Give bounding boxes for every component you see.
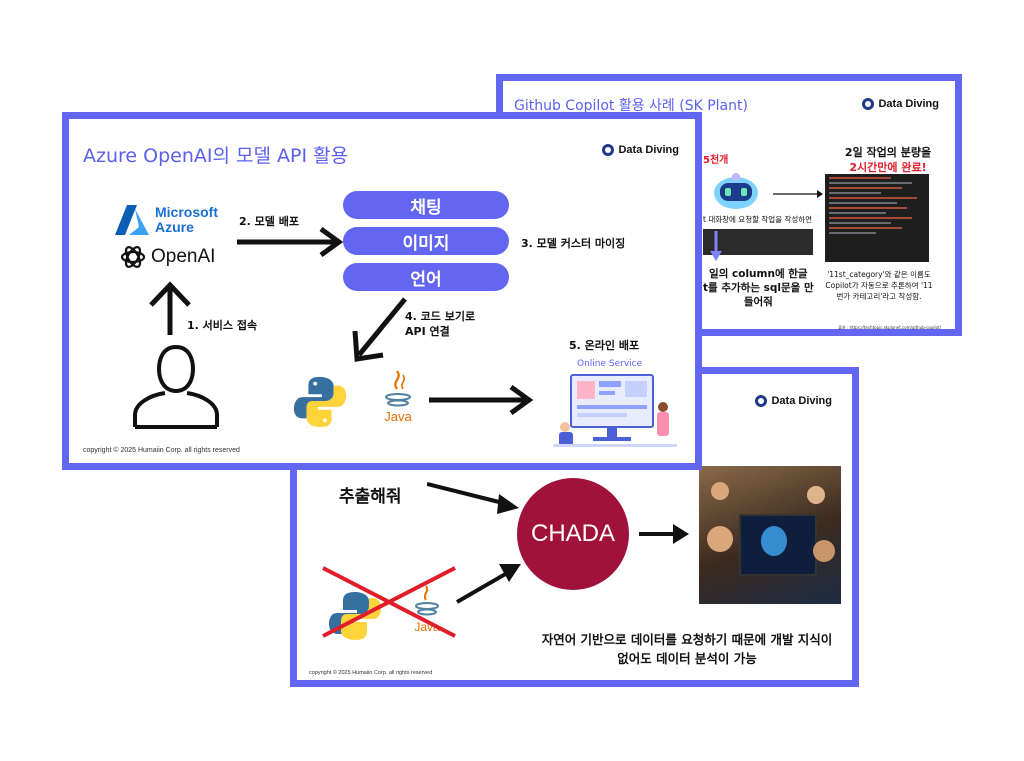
openai-logo: OpenAI (119, 243, 215, 271)
openai-text: OpenAI (151, 246, 216, 267)
logo-text: Data Diving (618, 144, 679, 156)
pill-chat: 채팅 (343, 191, 509, 219)
logo-text: Data Diving (771, 395, 832, 407)
data-diving-logo-icon (755, 395, 768, 407)
team-photo (699, 466, 841, 604)
pill-image: 이미지 (343, 227, 509, 255)
user-icon (133, 344, 219, 429)
arrow-right-icon (639, 524, 689, 544)
code-screenshot (825, 174, 929, 262)
step2-label: 2. 모델 배포 (239, 215, 299, 228)
java-cup-icon (385, 370, 411, 407)
step3-label: 3. 모델 커스터 마이징 (521, 237, 626, 250)
logo-text: Data Diving (878, 98, 939, 110)
python-logo (293, 376, 347, 428)
copilot-slide-title: Github Copilot 활용 사례 (SK Plant) (514, 98, 748, 114)
step1-label: 1. 서비스 접속 (187, 319, 258, 332)
result-description: '11st_category'와 같은 이름도 Copilot가 자동으로 추론… (825, 270, 933, 301)
arrows-to-chada (427, 482, 521, 604)
java-text: Java (384, 409, 412, 424)
arrow-up-icon (149, 281, 191, 335)
prompt-caption: t 대화창에 요청할 작업을 작성하면 (703, 215, 813, 224)
copilot-bot-icon (714, 173, 758, 209)
azure-text: Azure (155, 219, 194, 235)
chada-description: 자연어 기반으로 데이터를 요청하기 때문에 개발 지식이 없어도 데이터 분석… (541, 632, 833, 666)
arrow-right-icon (429, 385, 534, 415)
partial-count-text: 5천개 (703, 155, 729, 166)
step4-label: 4. 코드 보기로 API 연결 (405, 310, 476, 338)
result-headline-line1: 2일 작업의 분량을 (844, 146, 932, 159)
microsoft-azure-logo: Microsoft Azure (115, 205, 218, 235)
red-cross-mark (322, 566, 456, 638)
azure-slide-title: Azure OpenAI의 모델 API 활용 (83, 145, 349, 167)
result-headline-highlight: 2시간만에 완료! (849, 161, 927, 174)
chada-label: CHADA (530, 520, 615, 547)
step5-label: 5. 온라인 배포 (569, 339, 640, 352)
arrow-down-icon (710, 231, 722, 261)
online-service-illustration (553, 374, 677, 447)
data-diving-logo: Data Diving (862, 98, 939, 110)
extract-request-text: 추출해줘 (339, 487, 402, 507)
slide-azure-openai: Azure OpenAI의 모델 API 활용 Data Diving Micr… (62, 112, 702, 470)
data-diving-logo-icon (602, 144, 615, 156)
arrow-right-icon (773, 190, 823, 198)
source-citation: 출처 : https://techtopic.skplanet.com/gith… (838, 325, 941, 330)
microsoft-text: Microsoft (155, 204, 218, 220)
python-logo-crossed (329, 592, 381, 640)
data-diving-logo: Data Diving (602, 144, 679, 156)
sql-request-text: 일의 column에 한글 t를 추가하는 sql문을 만 들어줘 (703, 268, 814, 308)
chada-badge: CHADA (517, 478, 629, 590)
azure-icon (115, 205, 149, 235)
java-cup-icon (415, 585, 439, 616)
copyright-text: copyright © 2025 Humaiin Corp. all right… (309, 670, 433, 676)
copyright-text: copyright © 2025 Humaiin Corp. all right… (83, 447, 240, 454)
openai-icon (120, 246, 146, 268)
online-service-label: Online Service (577, 359, 643, 369)
pill-language: 언어 (343, 263, 509, 291)
arrow-down-left-icon (352, 297, 407, 362)
data-diving-logo: Data Diving (755, 395, 832, 407)
prompt-input-box (703, 229, 813, 255)
data-diving-logo-icon (862, 98, 875, 110)
arrow-right-icon (237, 227, 344, 257)
java-logo: Java (375, 369, 421, 424)
result-headline: 2일 작업의 분량을 2시간만에 완료! (828, 145, 948, 175)
